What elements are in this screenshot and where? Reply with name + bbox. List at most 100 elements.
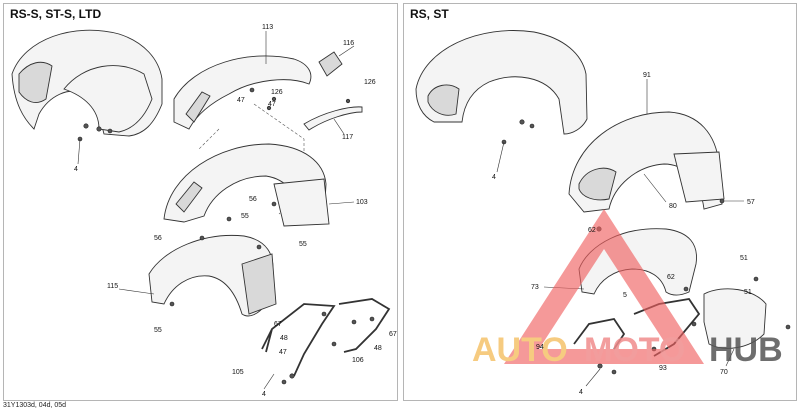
callout-label: 106 bbox=[352, 357, 364, 364]
right-exploded-view: AUTO MOTO HUB 91 4 80 57 62 51 73 62 5 5… bbox=[415, 30, 791, 396]
callout-label: 91 bbox=[643, 72, 651, 79]
bolt-icon bbox=[256, 244, 262, 250]
fender-assembly-illustration bbox=[415, 30, 588, 135]
watermark-text-auto: AUTO bbox=[472, 331, 568, 369]
bolt-icon bbox=[753, 276, 759, 282]
left-exploded-view: 113 116 126 126 47 47 117 4 103 56 55 56… bbox=[11, 24, 397, 398]
rivet-icon bbox=[345, 98, 351, 104]
callout-label: 62 bbox=[667, 274, 675, 281]
rivet-icon bbox=[266, 105, 272, 111]
watermark-text-moto: MOTO bbox=[584, 331, 685, 369]
bolt-icon bbox=[691, 321, 697, 327]
callout-label: 4 bbox=[262, 391, 266, 398]
bolt-icon bbox=[351, 319, 357, 325]
bolt-icon bbox=[331, 341, 337, 347]
leader-line bbox=[328, 201, 355, 205]
trim-strip-part-117 bbox=[303, 106, 363, 131]
bolt-icon bbox=[683, 286, 689, 292]
leader-line bbox=[585, 368, 601, 387]
left-diagram-panel: RS-S, ST-S, LTD bbox=[3, 3, 398, 401]
right-panel-title: RS, ST bbox=[410, 7, 449, 21]
callout-label: 117 bbox=[342, 134, 353, 141]
fender-vent-slot bbox=[175, 181, 203, 213]
bolt-icon bbox=[169, 301, 175, 307]
callout-label: 73 bbox=[531, 284, 539, 291]
bolt-icon bbox=[271, 201, 277, 207]
callout-label: 62 bbox=[588, 227, 596, 234]
callout-label: 103 bbox=[356, 199, 368, 206]
callout-label: 116 bbox=[343, 40, 354, 47]
watermark-triangle-icon bbox=[504, 209, 704, 364]
bolt-icon bbox=[289, 373, 295, 379]
callout-label: 51 bbox=[740, 255, 748, 262]
alignment-line bbox=[198, 128, 220, 150]
fender-side-skirt bbox=[273, 178, 330, 227]
callout-label: 56 bbox=[154, 235, 162, 242]
bolt-icon bbox=[96, 126, 102, 132]
callout-label: 48 bbox=[280, 335, 288, 342]
callout-label: 94 bbox=[536, 344, 544, 351]
leader-line bbox=[333, 118, 345, 135]
callout-label: 47 bbox=[279, 349, 287, 356]
leader-line bbox=[263, 373, 275, 390]
callout-label: 126 bbox=[364, 79, 376, 86]
rivet-icon bbox=[271, 96, 277, 102]
bolt-icon bbox=[321, 311, 327, 317]
callout-label: 113 bbox=[262, 24, 273, 31]
leader-line bbox=[496, 141, 505, 173]
callout-label: 56 bbox=[249, 196, 257, 203]
fender-emblem-panel bbox=[578, 167, 617, 201]
fender-trim-slot bbox=[185, 91, 211, 123]
bolt-icon bbox=[199, 235, 205, 241]
callout-label: 48 bbox=[374, 345, 382, 352]
leader-line bbox=[77, 138, 81, 165]
callout-label: 126 bbox=[271, 89, 283, 96]
fender-inner-liner bbox=[63, 65, 153, 133]
diagram-reference-code: 31Y1303d, 04d, 05d bbox=[3, 402, 67, 409]
callout-label: 4 bbox=[579, 389, 583, 396]
fender-emblem-panel bbox=[427, 84, 460, 116]
inner-liner-part-115 bbox=[148, 234, 274, 317]
leader-line bbox=[643, 173, 667, 203]
bolt-icon bbox=[611, 369, 617, 375]
bolt-icon bbox=[83, 123, 89, 129]
bracket-part-116 bbox=[318, 51, 343, 77]
callout-label: 93 bbox=[659, 365, 667, 372]
fender-top-part-113 bbox=[173, 55, 312, 130]
callout-label: 67 bbox=[389, 331, 397, 338]
callout-label: 105 bbox=[232, 369, 244, 376]
liner-mount-flange bbox=[241, 253, 277, 315]
watermark-text-hub: HUB bbox=[709, 331, 783, 369]
fender-side-skirt bbox=[673, 151, 725, 203]
fender-side-panel bbox=[18, 61, 53, 103]
callout-label: 67 bbox=[274, 321, 282, 328]
bolt-icon bbox=[281, 379, 287, 385]
callout-label: 55 bbox=[241, 213, 249, 220]
support-frame-part-105 bbox=[261, 303, 336, 377]
callout-label: 4 bbox=[492, 174, 496, 181]
bolt-icon bbox=[519, 119, 525, 125]
callout-label: 47 bbox=[237, 97, 245, 104]
right-diagram-panel: RS, ST bbox=[403, 3, 797, 401]
bolt-icon bbox=[719, 198, 725, 204]
callout-label: 115 bbox=[107, 283, 118, 290]
bracket-part-70 bbox=[703, 288, 767, 349]
bolt-icon bbox=[226, 216, 232, 222]
leader-line bbox=[118, 288, 155, 295]
bolt-icon bbox=[107, 128, 113, 134]
callout-label: 55 bbox=[299, 241, 307, 248]
bolt-icon bbox=[369, 316, 375, 322]
fender-part-103 bbox=[163, 143, 327, 225]
callout-label: 70 bbox=[720, 369, 728, 376]
watermark: AUTO MOTO HUB bbox=[472, 209, 783, 369]
callout-label: 4 bbox=[74, 166, 78, 173]
leader-line bbox=[725, 348, 735, 367]
left-panel-title: RS-S, ST-S, LTD bbox=[10, 7, 102, 21]
callout-label: 55 bbox=[154, 327, 162, 334]
callout-label: 51 bbox=[744, 289, 752, 296]
bolt-icon bbox=[249, 87, 255, 93]
bolt-icon bbox=[529, 123, 535, 129]
callout-label: 80 bbox=[669, 203, 677, 210]
callout-label: 47 bbox=[268, 101, 276, 108]
